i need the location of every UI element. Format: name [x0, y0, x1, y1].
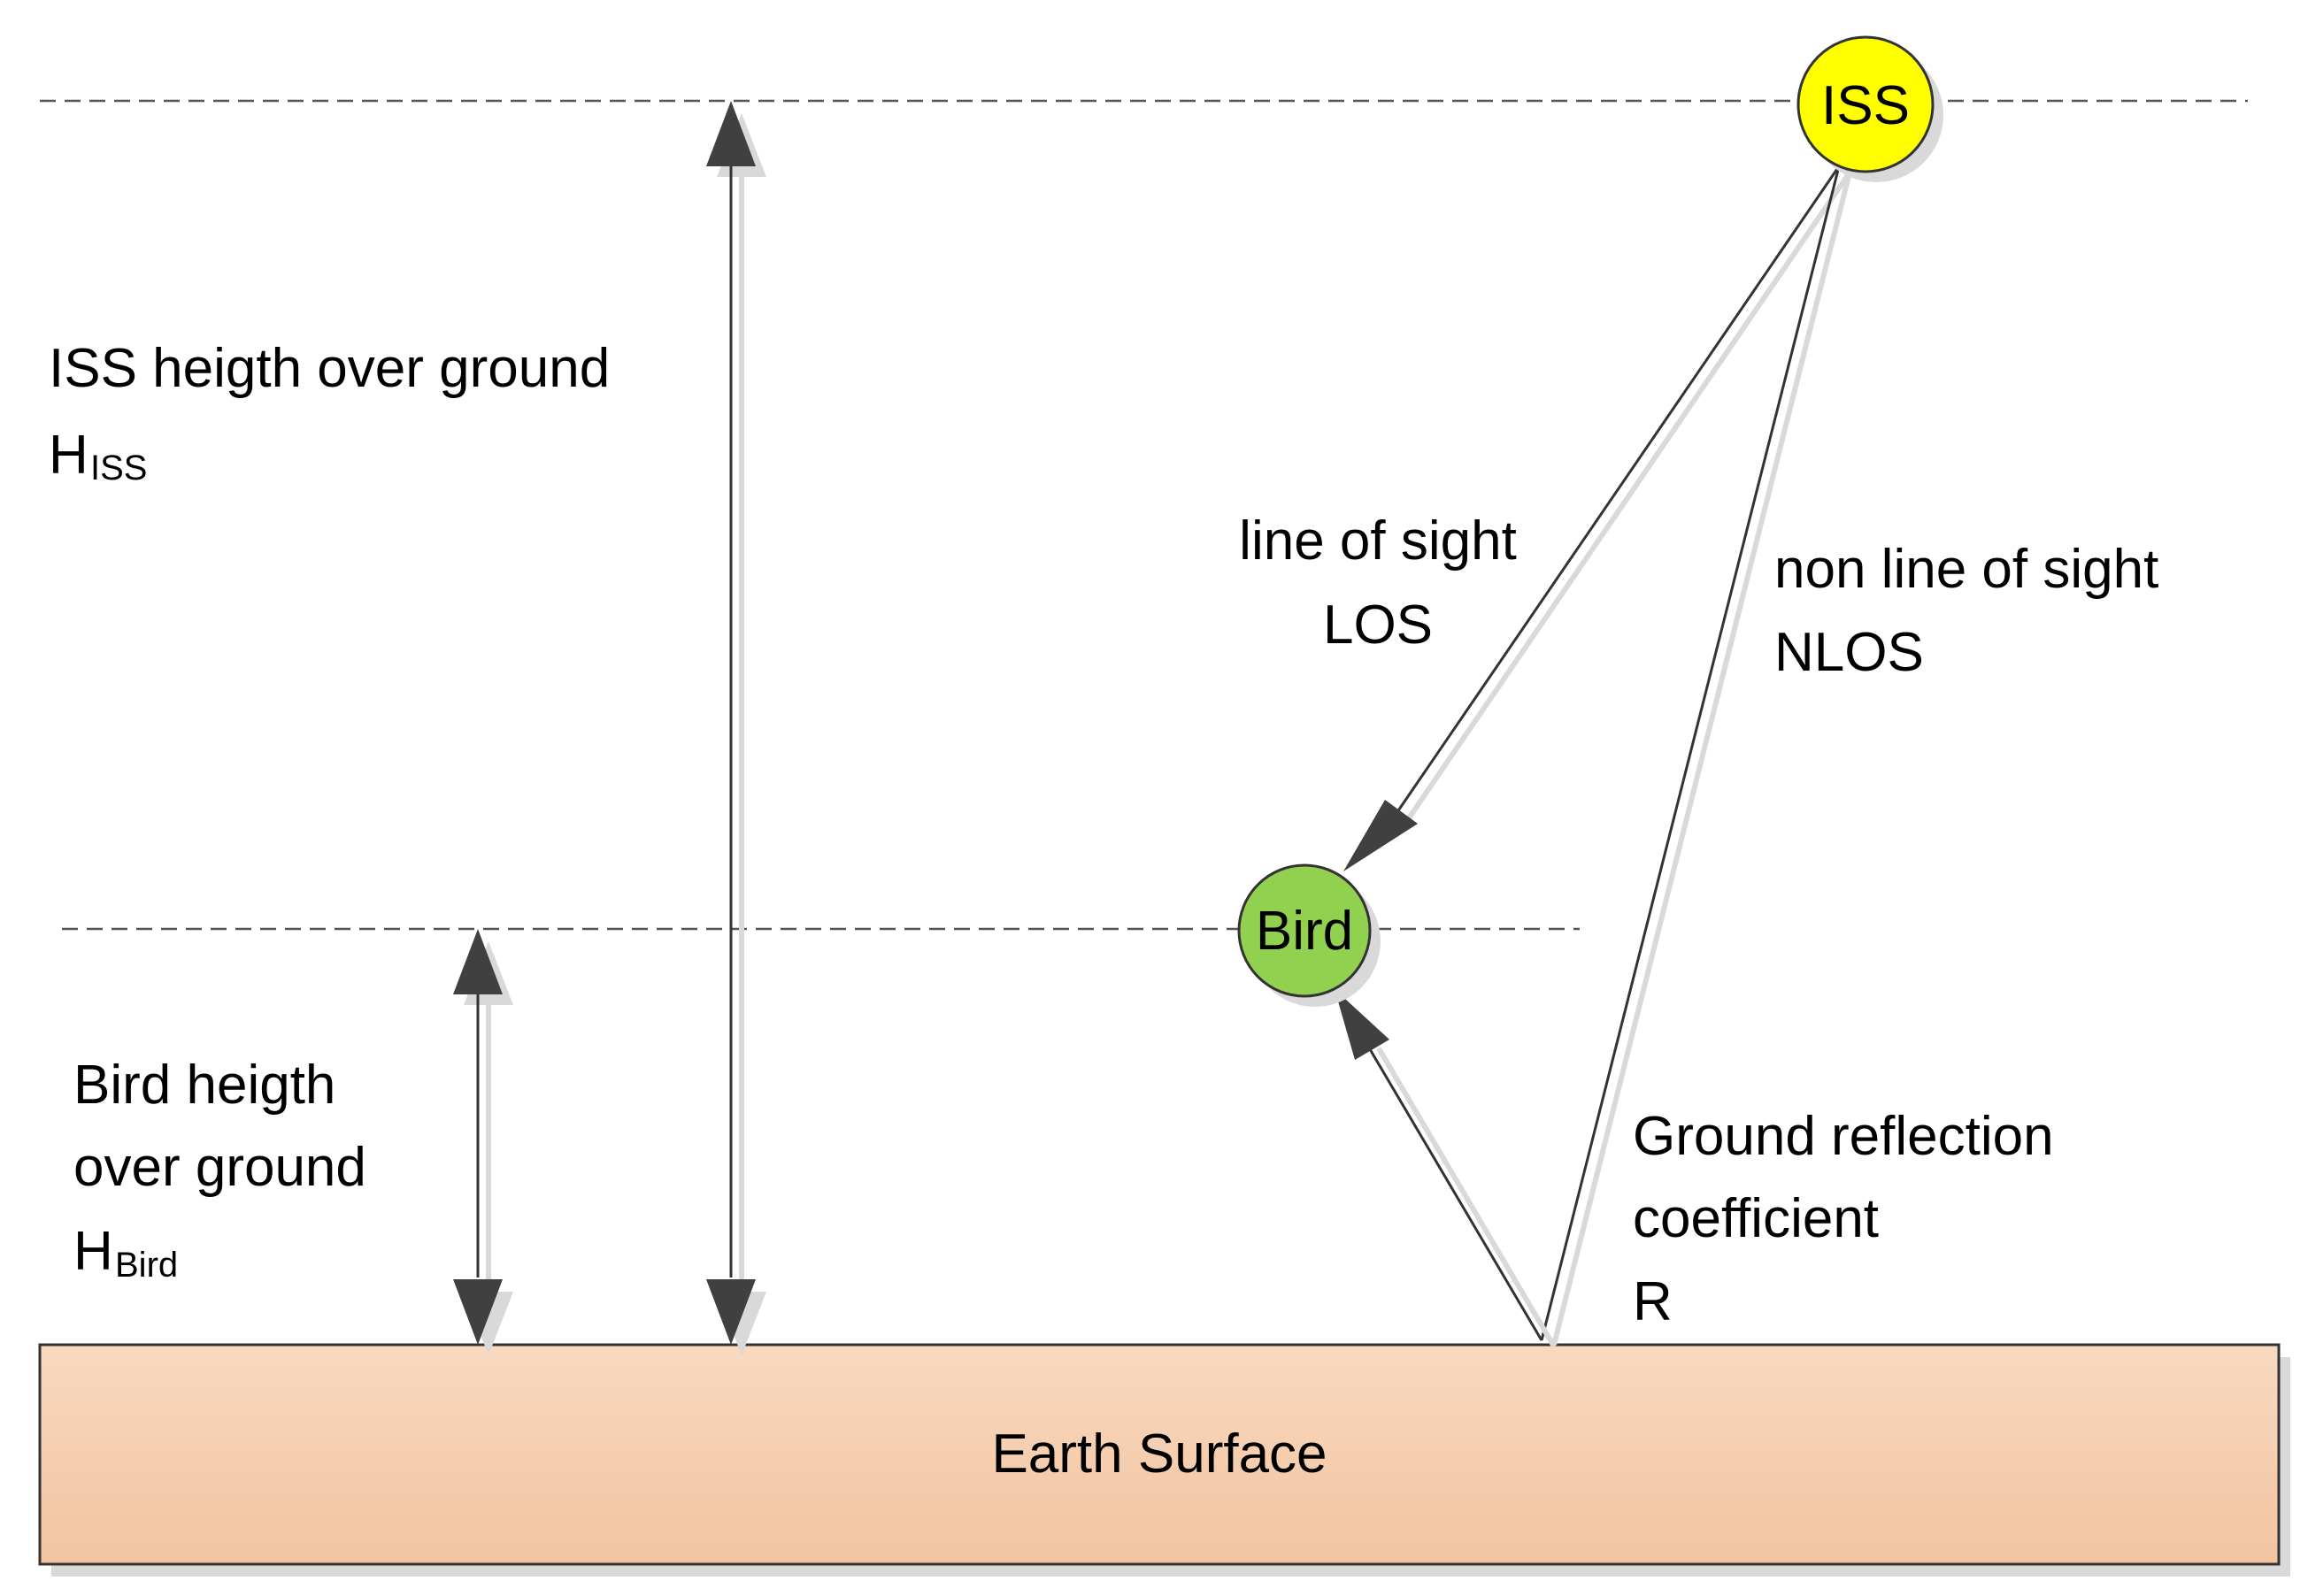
- svg-text:NLOS: NLOS: [1774, 622, 1924, 683]
- svg-text:LOS: LOS: [1323, 595, 1433, 656]
- svg-text:Ground reflection: Ground reflection: [1633, 1106, 2054, 1167]
- iss-node: ISS: [1796, 35, 1943, 182]
- nlos-label: non line of sight NLOS: [1774, 539, 2158, 683]
- svg-text:H: H: [49, 425, 88, 486]
- svg-text:over ground: over ground: [73, 1137, 366, 1198]
- reflection-label: Ground reflection coefficient R: [1633, 1106, 2054, 1332]
- bird-height-label: Bird heigth over ground H Bird: [73, 1055, 366, 1285]
- earth-surface: [38, 1343, 2281, 1566]
- bird-height-arrow: [453, 929, 513, 1355]
- svg-text:ISS: ISS: [90, 449, 147, 487]
- svg-text:R: R: [1633, 1271, 1673, 1332]
- iss-height-arrow: [706, 101, 766, 1355]
- svg-text:ISS heigth over ground: ISS heigth over ground: [49, 338, 610, 399]
- bird-node-label: Bird: [1256, 901, 1353, 962]
- earth-surface-label: Earth Surface: [991, 1423, 1327, 1485]
- nlos-ray: [1540, 165, 1852, 1346]
- bird-node: Bird: [1237, 863, 1381, 1007]
- svg-text:Bird: Bird: [115, 1246, 178, 1285]
- svg-text:non line of sight: non line of sight: [1774, 539, 2158, 600]
- los-label: line of sight LOS: [1239, 510, 1517, 656]
- svg-text:H: H: [73, 1221, 113, 1282]
- reflected-ray-arrow: [1335, 989, 1557, 1348]
- iss-node-label: ISS: [1821, 75, 1910, 136]
- svg-text:line of sight: line of sight: [1239, 510, 1517, 572]
- svg-text:Bird heigth: Bird heigth: [73, 1055, 335, 1116]
- los-arrow: [1343, 165, 1852, 871]
- iss-height-label: ISS heigth over ground H ISS: [49, 338, 610, 487]
- svg-text:coefficient: coefficient: [1633, 1188, 1879, 1249]
